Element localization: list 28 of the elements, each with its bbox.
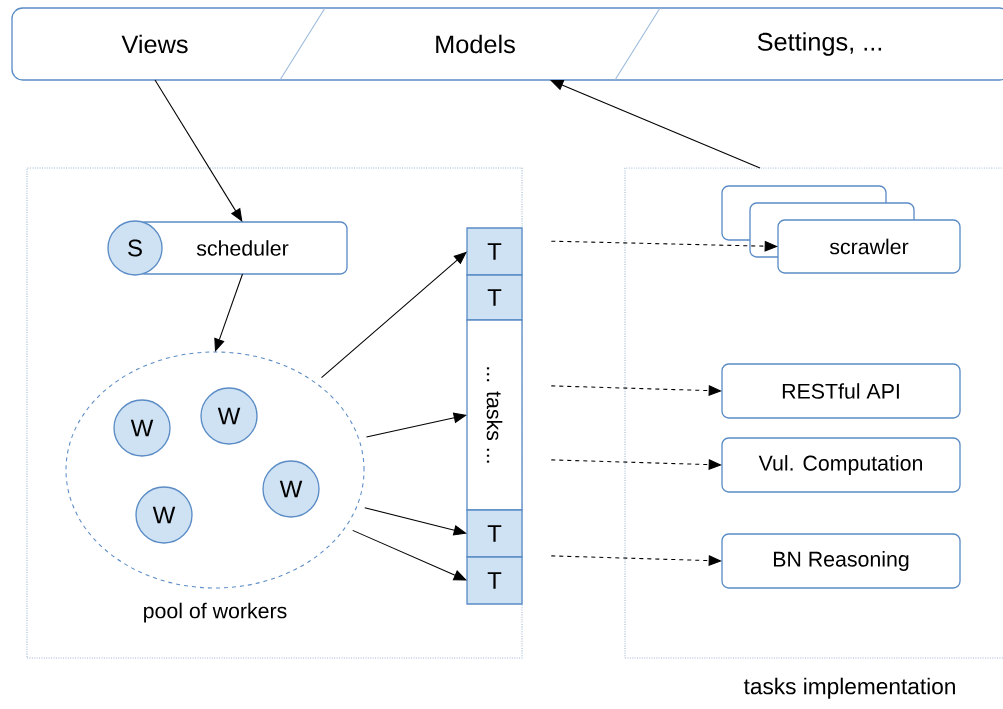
arrow	[214, 273, 244, 352]
circle-node: W	[200, 387, 258, 445]
stacked-boxes: scrawler	[721, 185, 961, 274]
circle-node: W	[135, 486, 193, 544]
task-queue-cell: ... tasks ...	[466, 319, 523, 511]
circle-node: W	[113, 399, 171, 457]
task-cell: T	[466, 227, 523, 276]
arrow	[550, 240, 778, 252]
arrow	[154, 79, 243, 222]
circle-node: S	[107, 220, 163, 276]
circle-node: W	[262, 460, 320, 518]
node-label: pool of workers	[144, 602, 287, 623]
process-box: RESTful API	[721, 363, 961, 419]
arrow	[550, 80, 761, 169]
process-box: Vul. Computation	[721, 437, 961, 493]
arrow	[365, 412, 467, 438]
menu-band	[11, 7, 1003, 81]
task-cell: T	[466, 274, 523, 321]
menu-item: Views	[121, 34, 188, 54]
task-cell: T	[466, 556, 523, 605]
menu-item: Settings, ...	[757, 32, 882, 56]
menu-item: Models	[436, 34, 515, 54]
task-cell: T	[466, 509, 523, 558]
arrow	[352, 529, 467, 581]
arrow	[364, 507, 467, 536]
process-box: BN Reasoning	[721, 533, 961, 589]
arrow	[321, 251, 467, 379]
node-label: tasks implementation	[743, 677, 955, 699]
